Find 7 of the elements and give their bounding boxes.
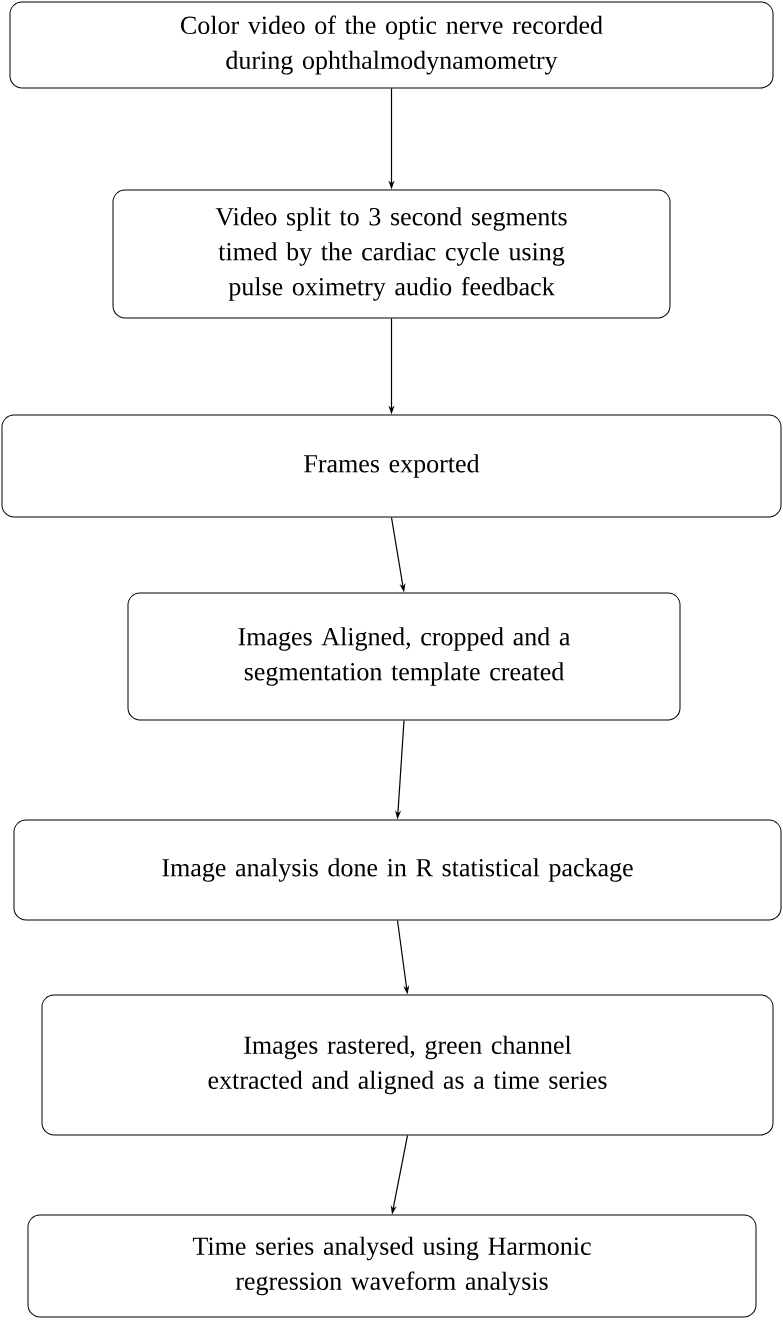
process-box: Image analysis done in R statistical package (13, 819, 782, 921)
process-box: Time series analysed using Harmonic regression waveform analysis (27, 1214, 757, 1318)
process-box: Color video of the optic nerve recorded during ophthalmodynamometry (9, 1, 774, 89)
process-box: Images rastered, green channel extracted and aligned as a time series (41, 994, 774, 1136)
process-box: Images Aligned, cropped and a segmentation template created (127, 592, 681, 721)
process-box: Frames exported (1, 414, 782, 518)
process-box: Video split to 3 second segments timed by the cardiac cycle using pulse oximetry audio feedback (112, 189, 671, 319)
